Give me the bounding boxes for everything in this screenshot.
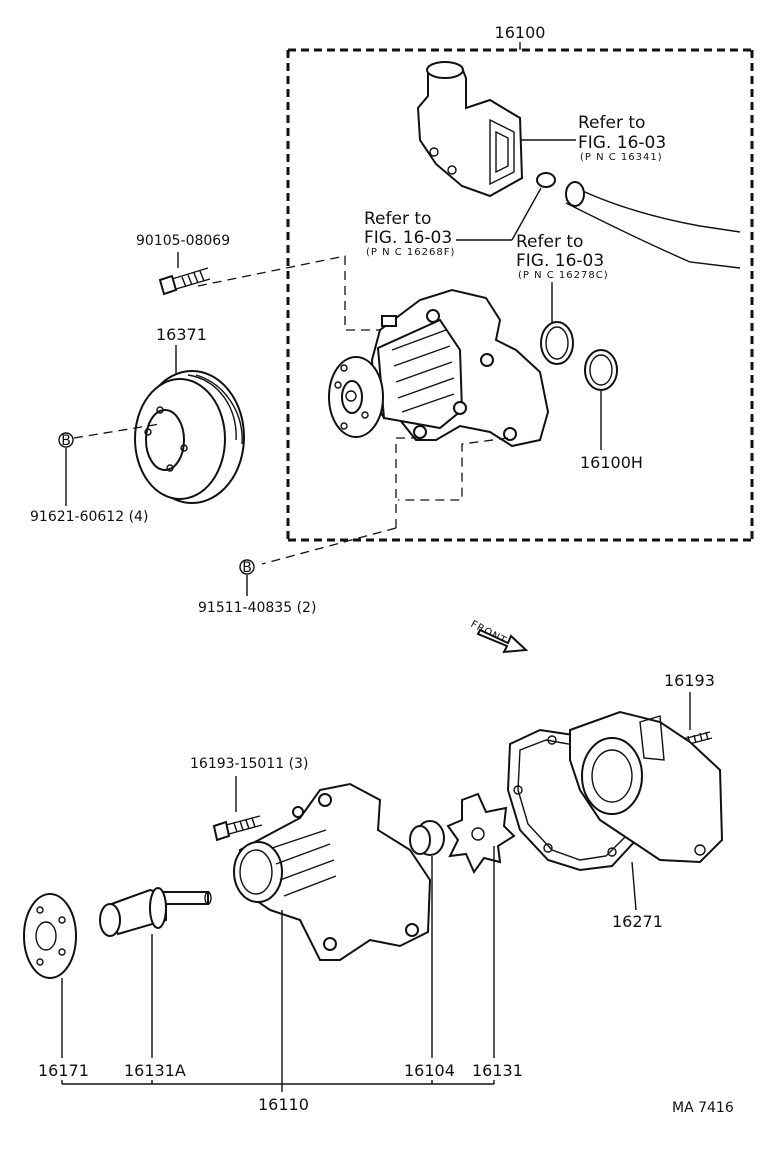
label-16171: 16171 [38,1061,89,1080]
refer3-line2: FIG. 16-03 [516,251,604,271]
front-arrow: FRONT [469,619,529,654]
impeller-16131 [446,792,516,875]
label-91511-40835: 91511-40835 (2) [198,600,316,616]
assembly-box: 16100 [286,23,754,542]
label-16193: 16193 [664,671,715,690]
label-16110: 16110 [258,1095,309,1114]
leader-bolt [197,255,380,331]
pump-cover-gasket [506,710,724,872]
pulley-16371: 16371 [134,325,245,504]
small-oring [536,172,556,188]
label-16131: 16131 [472,1061,523,1080]
refer2-line3: (P N C 16268F) [366,247,455,258]
bypass-pipe [565,181,741,269]
circle-b-2 [239,559,255,575]
label-90105-08069: 90105-08069 [136,233,230,249]
label-91621-60612: 91621-60612 (4) [30,509,148,525]
bolt-90105: 90105-08069 [136,233,230,296]
label-16100: 16100 [495,23,546,42]
refer1-line2: FIG. 16-03 [578,133,666,153]
circle-b-1 [58,432,74,448]
figure-code: MA 7416 [672,1100,734,1116]
bearing-16131A [99,887,212,937]
refer2-line1: Refer to [364,209,431,229]
refer2-line2: FIG. 16-03 [364,228,452,248]
water-inlet-housing [416,61,524,198]
refer1-line1: Refer to [578,113,645,133]
label-16371: 16371 [156,325,207,344]
label-16131A: 16131A [124,1061,186,1080]
water-pump-assembly [328,288,550,448]
circle-b-2-text: B [242,560,252,576]
refer3-line3: (P N C 16278C) [518,270,609,281]
refer3-line1: Refer to [516,232,583,252]
circle-b-1-text: B [61,433,71,449]
label-16104: 16104 [404,1061,455,1080]
seal-16104 [409,820,445,856]
label-16193-15011: 16193-15011 (3) [190,756,308,772]
label-16100H: 16100H [580,453,643,472]
refer1-line3: (P N C 16341) [580,152,663,163]
bolt-16193-15011 [212,815,263,842]
hub-16171 [23,893,77,979]
label-16271: 16271 [612,912,663,931]
pump-body-16110 [233,782,432,961]
